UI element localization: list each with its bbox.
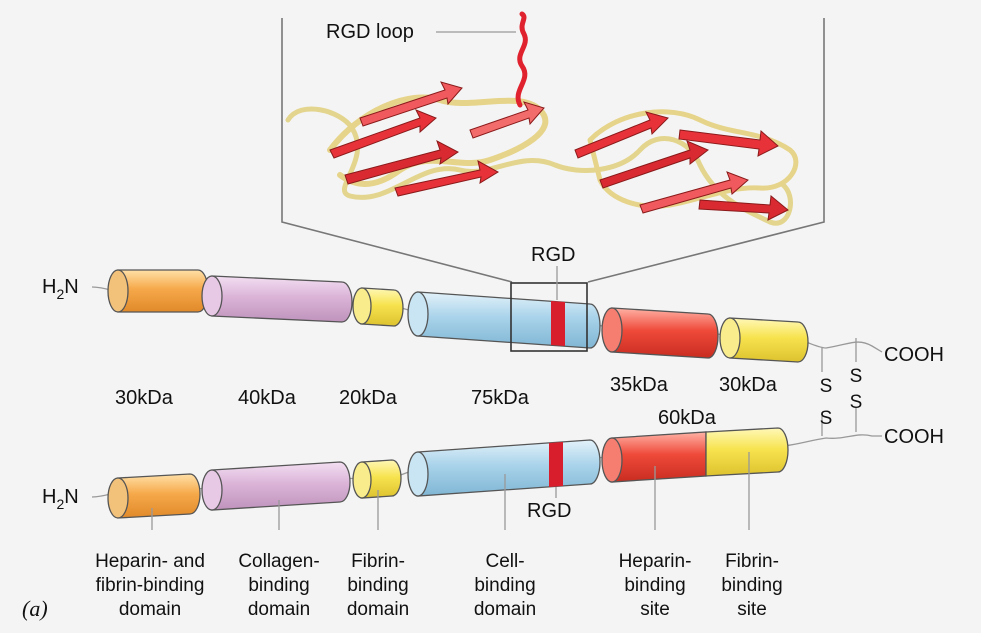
- size-label-2: 40kDa: [238, 387, 297, 409]
- bottom-rgd-band: [549, 442, 563, 487]
- domain-leaders: [151, 452, 750, 530]
- bottom-orange-domain: [107, 473, 201, 519]
- zoom-left-line: [281, 18, 513, 283]
- top-blue-domain: [407, 291, 601, 349]
- disulfide-s: S: [850, 366, 863, 387]
- beta-strand: [344, 139, 459, 185]
- bottom-n-terminus: H2N: [42, 486, 79, 512]
- zoom-right-line: [587, 18, 825, 283]
- size-label-1: 30kDa: [115, 387, 174, 409]
- bottom-blue-domain: [407, 439, 601, 497]
- size-label-5: 35kDa: [610, 374, 669, 396]
- rgd-loop-trace: [515, 11, 528, 108]
- bottom-red-yellow-domain: [601, 427, 789, 483]
- bottom-chain: H2N RGD 60kDa COOH: [42, 407, 944, 530]
- disulfide-s: S: [820, 376, 833, 397]
- bottom-c-terminus: COOH: [884, 426, 944, 448]
- beta-strand: [359, 81, 463, 127]
- panel-label: (a): [22, 596, 48, 621]
- top-chain: H2N RGD COOH 30kDa: [42, 244, 944, 409]
- bottom-lilac-domain: [201, 461, 351, 511]
- disulfide-s: S: [820, 408, 833, 429]
- beta-strand: [394, 160, 499, 197]
- top-rgd-label: RGD: [531, 244, 575, 266]
- size-label-6: 30kDa: [719, 374, 778, 396]
- beta-strand: [329, 109, 437, 159]
- beta-strand: [469, 101, 545, 139]
- size-label-4: 75kDa: [471, 387, 530, 409]
- top-c-terminus: COOH: [884, 344, 944, 366]
- top-n-terminus: H2N: [42, 276, 79, 302]
- top-yellow-small-domain: [352, 287, 404, 327]
- rgd-loop-label: RGD loop: [326, 21, 414, 43]
- size-label-3: 20kDa: [339, 387, 398, 409]
- beta-strand: [698, 195, 789, 221]
- top-orange-domain: [107, 269, 209, 313]
- disulfide-bridges: S S S S: [820, 338, 863, 436]
- bottom-rgd-label: RGD: [527, 500, 571, 522]
- top-lilac-domain: [201, 275, 353, 323]
- rgd-zoom-box: [510, 282, 588, 352]
- top-rgd-band: [551, 301, 565, 346]
- top-yellow-end-domain: [719, 317, 809, 363]
- bottom-size-label: 60kDa: [658, 407, 717, 429]
- beta-strand: [599, 140, 709, 189]
- top-red-domain: [601, 307, 719, 359]
- beta-strand: [678, 129, 779, 157]
- bottom-yellow-small-domain: [352, 459, 402, 499]
- beta-strand: [639, 171, 749, 214]
- protein-ribbon-structure: RGD loop: [281, 11, 825, 283]
- disulfide-s: S: [850, 392, 863, 413]
- beta-strand: [574, 111, 669, 159]
